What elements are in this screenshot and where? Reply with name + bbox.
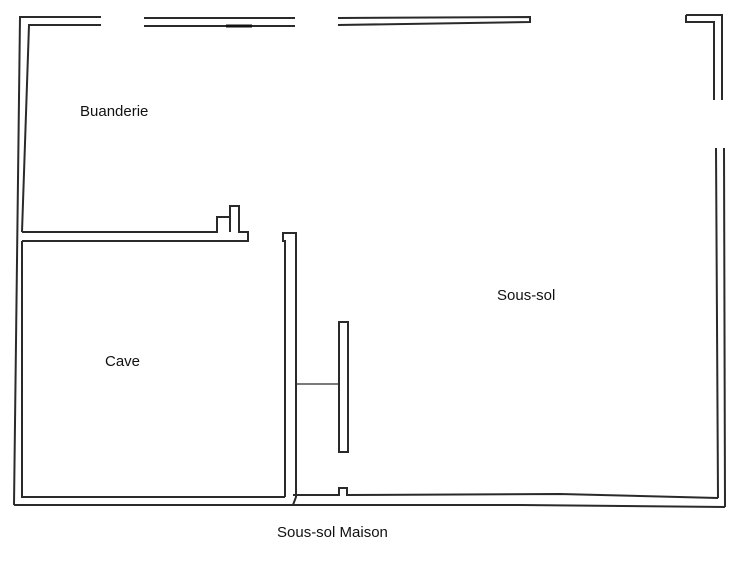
outer-wall-bottom xyxy=(14,487,726,508)
wall-cave-soussol xyxy=(282,232,297,506)
plan-caption: Sous-sol Maison xyxy=(277,524,388,541)
room-label-buanderie: Buanderie xyxy=(80,103,149,120)
room-label-cave: Cave xyxy=(105,353,141,370)
outer-wall-right xyxy=(685,14,726,508)
outer-wall-top xyxy=(144,15,531,28)
partition-wall xyxy=(296,321,349,453)
room-label-sous-sol: Sous-sol xyxy=(497,287,556,304)
wall-buanderie-cave xyxy=(22,205,249,242)
outer-wall-left xyxy=(13,16,285,506)
